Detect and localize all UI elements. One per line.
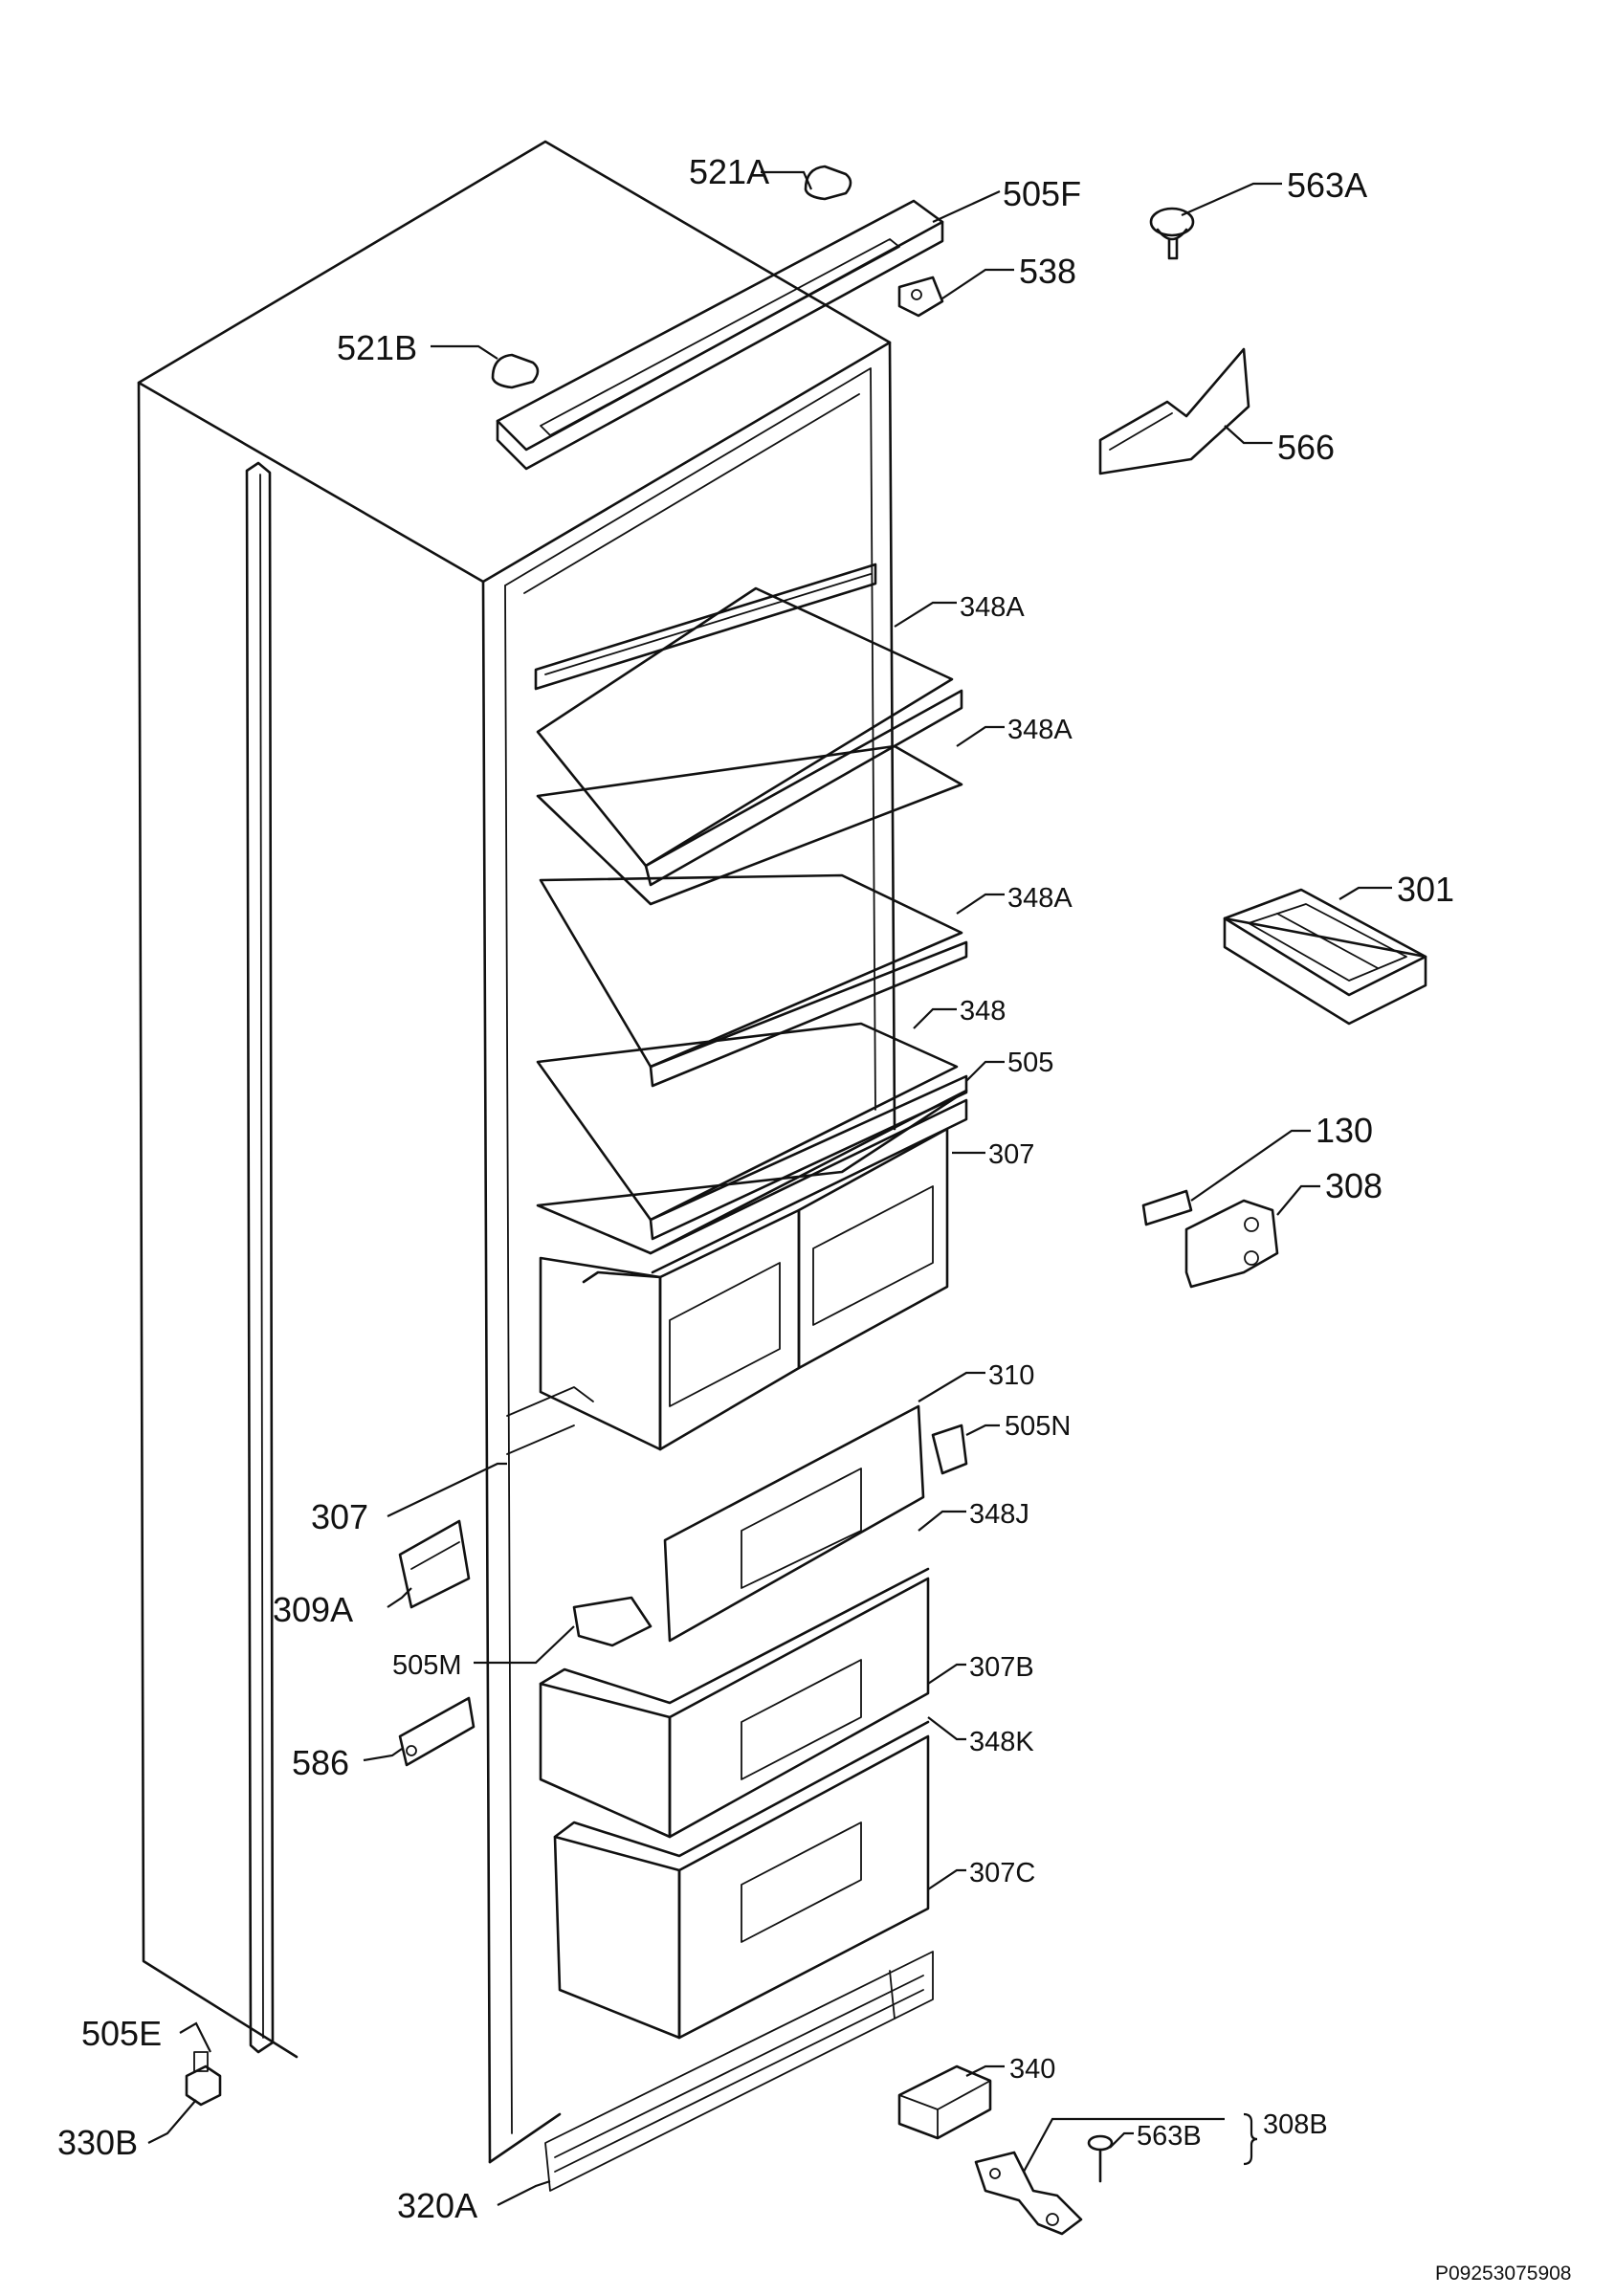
shelf-505 (536, 1089, 968, 1274)
shelf-top (534, 563, 877, 691)
label-348a-1: 348A (960, 592, 1025, 623)
label-310: 310 (988, 1360, 1034, 1391)
label-307-left: 307 (311, 1497, 368, 1536)
ice-tray-301 (1223, 888, 1427, 1026)
crisper-drawers (539, 1127, 949, 1451)
label-538: 538 (1019, 252, 1076, 291)
shelf-348a-3 (536, 1022, 968, 1241)
label-505f: 505F (1003, 174, 1081, 213)
cap-521b (491, 353, 540, 389)
hinge-308 (1184, 1199, 1279, 1289)
foot-330b (185, 2051, 222, 2107)
cap-521a (804, 165, 852, 201)
label-308b: 308B (1263, 2109, 1328, 2140)
part-labels: 521A 505F 563A 538 521B 566 348A 348A 34… (57, 152, 1454, 2225)
label-307c: 307C (969, 1858, 1035, 1888)
freezer-drawer-307b (539, 1567, 930, 1839)
label-348j: 348J (969, 1499, 1029, 1530)
hinge-505m (572, 1596, 653, 1647)
leader-lines (147, 170, 1392, 2206)
top-hinge-bar (496, 199, 944, 471)
label-563a: 563A (1287, 166, 1367, 205)
spacer-130 (1141, 1189, 1193, 1226)
drawing-code: P09253075908 (1435, 2263, 1571, 2285)
screw-563a (1149, 207, 1195, 260)
label-563b: 563B (1137, 2121, 1202, 2152)
hinge-505n (931, 1424, 968, 1475)
label-348: 348 (960, 996, 1006, 1027)
label-307b: 307B (969, 1652, 1034, 1683)
clip-309a (398, 1519, 471, 1609)
bracket-586 (398, 1696, 476, 1767)
label-340: 340 (1009, 2054, 1055, 2085)
label-320a: 320A (397, 2186, 477, 2225)
hinge-piece-538 (897, 276, 944, 318)
block-340 (897, 2064, 992, 2140)
label-505e: 505E (81, 2014, 162, 2053)
label-505: 505 (1007, 1048, 1053, 1078)
label-348a-3: 348A (1007, 883, 1073, 914)
label-586: 586 (292, 1743, 349, 1782)
label-309a: 309A (273, 1590, 353, 1629)
shelf-348a-1 (536, 586, 963, 887)
label-308: 308 (1325, 1166, 1383, 1205)
label-130: 130 (1316, 1111, 1373, 1150)
label-505n: 505N (1005, 1411, 1071, 1442)
cabinet-body (137, 140, 934, 2192)
label-307-top: 307 (988, 1139, 1034, 1170)
bracket-566 (1098, 347, 1250, 475)
label-301: 301 (1397, 870, 1454, 909)
freezer-drawer-307c (553, 1720, 930, 2040)
label-521b: 521B (337, 328, 417, 367)
label-330b: 330B (57, 2123, 138, 2162)
label-348a-2: 348A (1007, 715, 1073, 745)
shelf-348a-2 (536, 744, 968, 1088)
freezer-flap-310 (663, 1404, 925, 1643)
label-521a: 521A (689, 152, 769, 191)
label-566: 566 (1277, 428, 1335, 467)
label-505m: 505M (392, 1650, 462, 1681)
label-348k: 348K (969, 1727, 1034, 1757)
door-seal-strip (245, 461, 275, 2054)
screw-563b (1087, 2134, 1114, 2183)
